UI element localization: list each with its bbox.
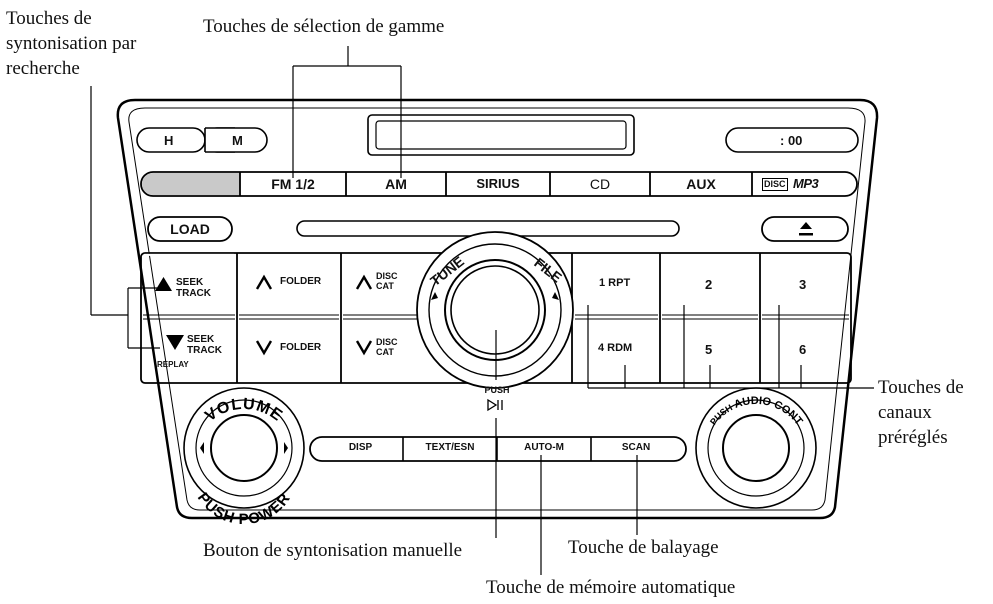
preset-2-button[interactable]: 2 <box>705 277 713 292</box>
preset-4-button[interactable]: 4 RDM <box>598 342 633 354</box>
bottom-bar-dividers <box>402 437 592 461</box>
scan-callout: Touche de balayage <box>568 537 719 558</box>
preset-3-button[interactable]: 3 <box>799 277 807 292</box>
load-button[interactable] <box>147 216 233 242</box>
clock-time-label: : 00 <box>780 133 803 148</box>
seek-down-arrow-icon <box>166 335 184 350</box>
band-cd-button[interactable]: CD <box>589 176 611 192</box>
faceplate-inner-outline <box>128 107 866 511</box>
disp-button[interactable]: DISP <box>348 442 373 453</box>
band-aux-button[interactable]: AUX <box>686 176 716 192</box>
h-m-join <box>205 128 235 152</box>
push-label: PUSH <box>484 385 510 395</box>
audio-knob[interactable] <box>722 414 790 482</box>
band-bar-gray-segment <box>142 173 240 195</box>
band-fm-button[interactable]: FM 1/2 <box>271 176 315 192</box>
auto-memory-callout: Touche de mémoire automatique <box>486 577 736 598</box>
preset-5-button[interactable]: 5 <box>705 342 713 357</box>
volume-arrow-left <box>200 442 204 454</box>
clock-h-label: H <box>164 133 174 148</box>
preset-6-button[interactable]: 6 <box>799 342 807 357</box>
seek-up-arrow-icon <box>155 277 172 291</box>
auto-m-button[interactable]: AUTO-M <box>524 442 564 453</box>
play-pause-icon <box>487 398 503 412</box>
band-bar <box>140 171 858 197</box>
leader-lines <box>90 46 874 575</box>
display-window-inner <box>375 120 627 150</box>
grid-cap <box>144 253 234 256</box>
folder-down-button[interactable]: FOLDER <box>280 342 322 353</box>
clock-time-button[interactable] <box>725 127 859 153</box>
band-dividers <box>239 172 753 196</box>
volume-arrow-right <box>284 442 288 454</box>
band-am-button[interactable]: AM <box>385 176 407 192</box>
dial-chevron-right <box>552 292 559 300</box>
manual-tuning-knob[interactable] <box>450 265 540 355</box>
folder-down-chevron-icon <box>255 340 273 356</box>
grid-column-dividers <box>236 253 761 383</box>
preset-1-button[interactable]: 1 RPT <box>599 277 631 289</box>
disc-up-chevron-icon <box>355 274 373 290</box>
volume-knob[interactable] <box>210 414 278 482</box>
eject-icon-bar <box>799 233 813 236</box>
disc-logo: DISC <box>762 178 788 191</box>
folder-up-chevron-icon <box>255 274 273 290</box>
grid-row-dividers <box>143 314 849 320</box>
text-esn-button[interactable]: TEXT/ESN <box>425 442 475 453</box>
mp3-logo: MP3 <box>793 176 819 191</box>
replay-label: REPLAY <box>157 360 189 369</box>
folder-up-button[interactable]: FOLDER <box>280 276 322 287</box>
clock-m-label: M <box>232 133 243 148</box>
band-sirius-button[interactable]: SIRIUS <box>476 176 520 191</box>
dial-chevron-left <box>431 292 438 300</box>
bottom-button-bar <box>309 436 687 462</box>
load-label: LOAD <box>170 221 210 237</box>
manual-tune-callout: Bouton de syntonisation manuelle <box>203 540 463 561</box>
disc-down-chevron-icon <box>355 340 373 356</box>
band-callout: Touches de sélection de gamme <box>203 16 445 37</box>
eject-icon <box>800 222 812 229</box>
scan-button[interactable]: SCAN <box>621 442 651 453</box>
